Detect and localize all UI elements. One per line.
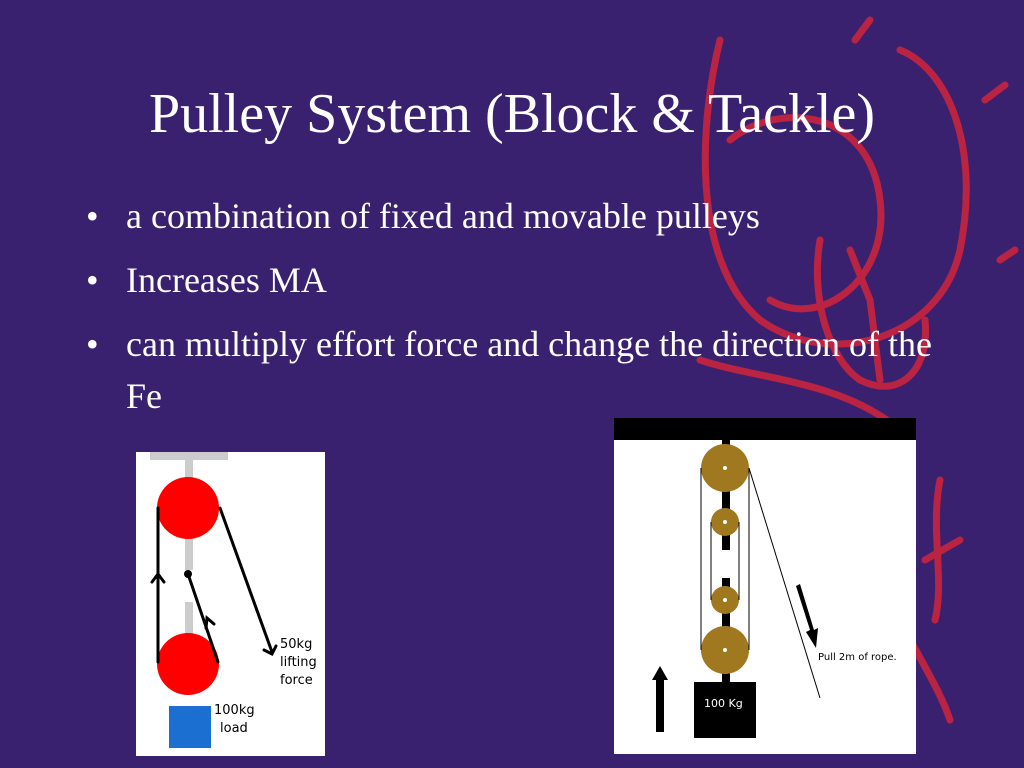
pull-arrow — [796, 584, 818, 648]
bullet-item: • Increases MA — [86, 254, 946, 306]
bullet-text: Increases MA — [126, 260, 327, 300]
pulley-axle — [723, 598, 727, 602]
ceiling-beam — [614, 418, 916, 440]
load-text: 100 Kg — [704, 697, 743, 710]
rope-pull-strand — [748, 467, 821, 699]
load-block — [169, 706, 211, 748]
rope-arrow-up — [150, 571, 166, 584]
pulley-axle — [723, 520, 727, 524]
support-bar — [150, 452, 228, 460]
bullet-list: • a combination of fixed and movable pul… — [86, 190, 946, 434]
anchor-point — [184, 570, 192, 578]
pulley-axle — [723, 648, 727, 652]
bullet-marker: • — [86, 324, 99, 364]
right-pulley-drawing: 100 Kg Pull 2m of rope. — [614, 418, 916, 738]
lift-arrow — [652, 666, 668, 732]
pulley-axle — [723, 466, 727, 470]
load-label-line: load — [220, 721, 248, 736]
bullet-item: • a combination of fixed and movable pul… — [86, 190, 946, 242]
load-block — [694, 682, 756, 738]
effort-arrow — [262, 644, 278, 657]
rope-arrow-middle — [204, 614, 216, 630]
pulley-rod-lower — [185, 602, 193, 642]
slide-title: Pulley System (Block & Tackle) — [148, 83, 876, 145]
svg-text:100kg load: 100kg load — [214, 703, 259, 736]
bullet-text: a combination of fixed and movable pulle… — [126, 196, 760, 236]
pull-label: Pull 2m of rope. — [818, 652, 897, 663]
rope-effort — [218, 506, 274, 654]
left-pulley-diagram: 50kg lifting force 100kg load — [136, 452, 325, 756]
right-block-tackle-diagram: 100 Kg Pull 2m of rope. — [614, 418, 916, 754]
upper-rod — [722, 440, 730, 550]
fixed-pulley — [157, 477, 219, 539]
left-pulley-drawing: 50kg lifting force 100kg load — [150, 452, 321, 748]
load-label-line: 100kg — [214, 703, 255, 718]
bullet-marker: • — [86, 196, 99, 236]
bullet-item: • can multiply effort force and change t… — [86, 318, 946, 422]
movable-pulley — [157, 633, 219, 695]
effort-label-line: lifting — [280, 655, 317, 670]
effort-label-line: 50kg — [280, 637, 312, 652]
bullet-marker: • — [86, 260, 99, 300]
svg-text:50kg lifting force: 50kg lifting force — [280, 637, 321, 688]
rope-anchor — [186, 572, 220, 664]
bullet-text: can multiply effort force and change the… — [126, 324, 933, 416]
effort-label-line: force — [280, 673, 313, 688]
